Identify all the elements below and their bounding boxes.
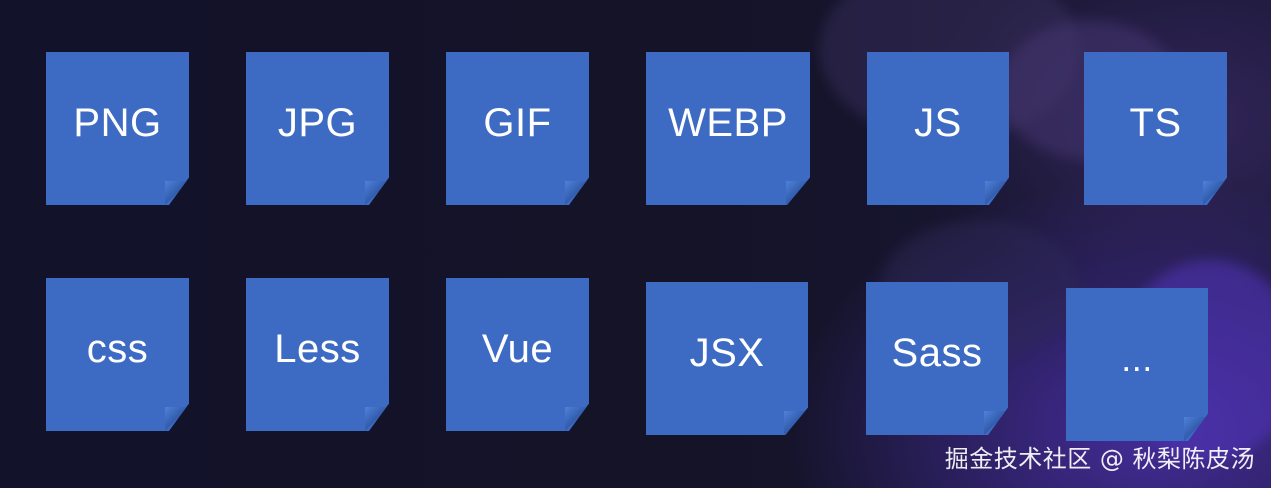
file-card-label: Vue — [481, 326, 554, 371]
file-card-label: Sass — [891, 330, 983, 375]
page-curl-icon — [784, 411, 808, 435]
page-curl-icon — [985, 181, 1009, 205]
page-curl-icon — [365, 181, 389, 205]
file-card-jsx: JSX — [646, 282, 808, 435]
file-card-label: PNG — [73, 100, 162, 145]
watermark-text: 掘金技术社区 @ 秋梨陈皮汤 — [944, 445, 1255, 473]
file-card-label: JS — [914, 100, 962, 145]
page-curl-icon — [565, 407, 589, 431]
file-card-label: Less — [274, 326, 361, 371]
file-card-ts: TS — [1084, 52, 1227, 205]
file-card-label: WEBP — [668, 100, 788, 145]
page-curl-icon — [165, 181, 189, 205]
page-curl-icon — [365, 407, 389, 431]
file-card-label: JSX — [689, 330, 765, 375]
file-card-webp: WEBP — [646, 52, 810, 205]
page-curl-icon — [786, 181, 810, 205]
page-curl-icon — [1203, 181, 1227, 205]
page-curl-icon — [565, 181, 589, 205]
file-card-jpg: JPG — [246, 52, 389, 205]
file-card-gif: GIF — [446, 52, 589, 205]
file-card-label: TS — [1129, 100, 1182, 145]
file-card-css: css — [46, 278, 189, 431]
file-card-sass: Sass — [866, 282, 1008, 435]
file-card-label: GIF — [483, 100, 552, 145]
file-card-vue: Vue — [446, 278, 589, 431]
file-card-js: JS — [867, 52, 1009, 205]
file-card-less: Less — [246, 278, 389, 431]
file-card-label: ... — [1121, 337, 1153, 379]
page-curl-icon — [165, 407, 189, 431]
file-card-label: css — [86, 326, 149, 371]
file-card-more: ... — [1066, 288, 1208, 441]
file-card-label: JPG — [277, 100, 358, 145]
file-card-png: PNG — [46, 52, 189, 205]
page-curl-icon — [984, 411, 1008, 435]
